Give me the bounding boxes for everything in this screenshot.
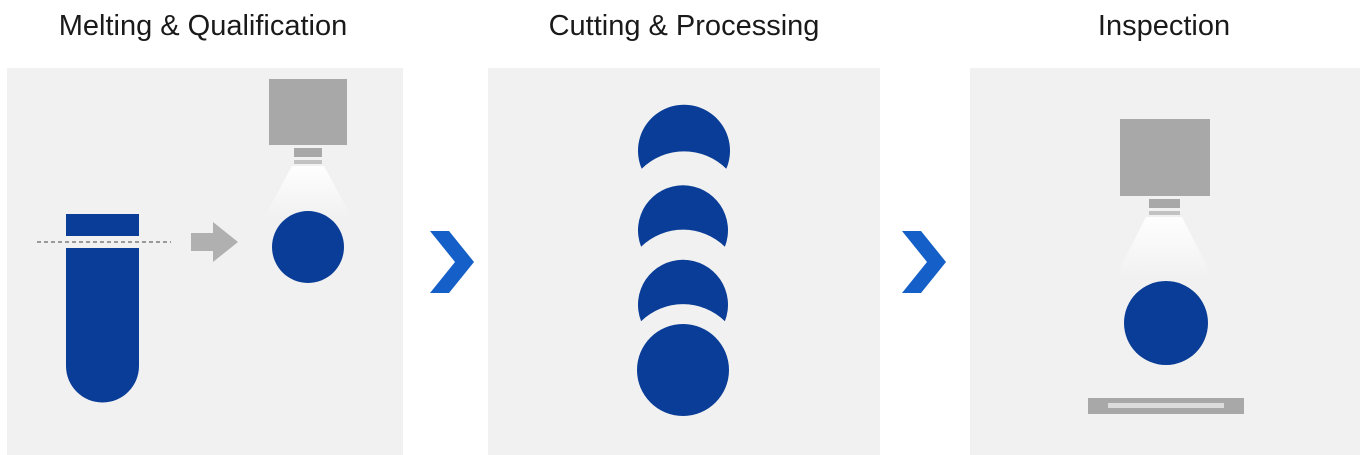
wafer-stack <box>637 105 730 416</box>
chevron-right-icon <box>899 229 949 295</box>
panel-melting-qualification <box>7 68 403 455</box>
stage-icon <box>1088 398 1244 414</box>
wafer-slice-4 <box>637 324 729 416</box>
light-beam <box>264 166 352 218</box>
camera-icon <box>269 79 347 164</box>
step-title-cutting: Cutting & Processing <box>488 8 880 44</box>
camera-icon <box>1120 119 1210 215</box>
wafer-slice-1 <box>638 105 730 169</box>
step-title-melting: Melting & Qualification <box>7 8 399 44</box>
panel-cutting-processing <box>488 68 880 455</box>
wafer-icon <box>1124 281 1208 365</box>
light-beam <box>1115 217 1213 278</box>
wafer-icon <box>272 211 344 283</box>
panel-inspection <box>970 68 1360 455</box>
flow-arrow-icon <box>191 222 238 262</box>
step-title-inspection: Inspection <box>968 8 1360 44</box>
wafer-slice-3 <box>638 260 728 321</box>
chevron-right-icon <box>427 229 477 295</box>
wafer-slice-2 <box>638 185 728 246</box>
